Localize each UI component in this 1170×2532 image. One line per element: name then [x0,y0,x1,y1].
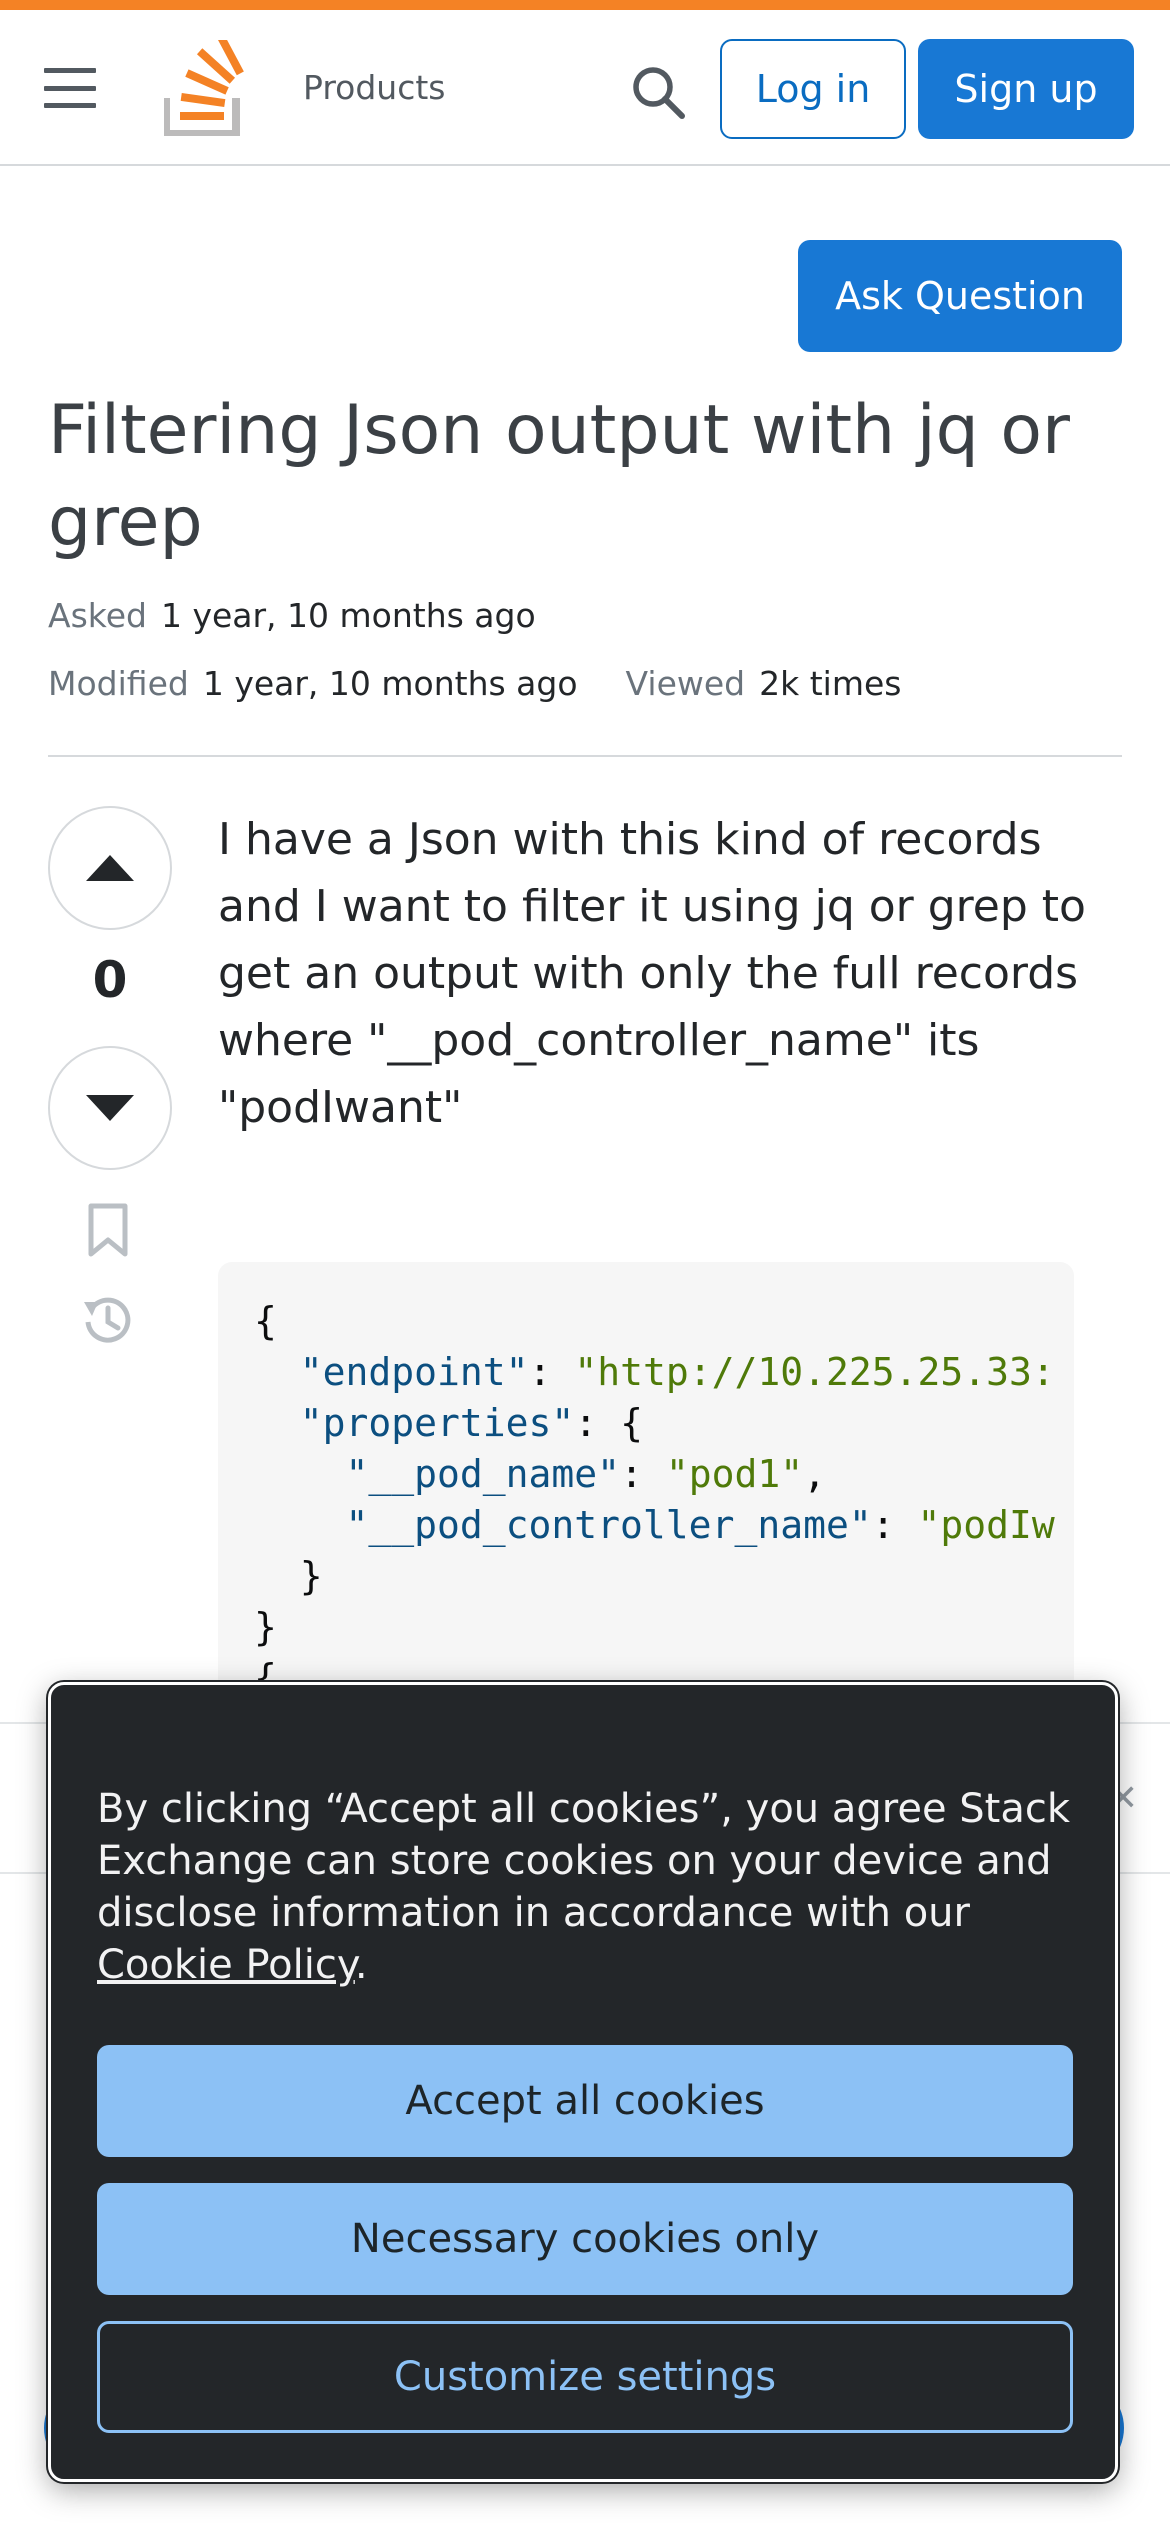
code-line: } [254,1602,1074,1653]
code-token: : [620,1452,666,1496]
code-token: "http://10.225.25.33: [574,1350,1055,1394]
triangle-down-icon [86,1095,134,1121]
code-token [254,1401,300,1445]
asked-meta: Asked 1 year, 10 months ago [48,594,536,638]
code-token: "properties" [299,1401,575,1445]
code-token: "pod1" [665,1452,804,1496]
stack-overflow-logo-icon[interactable] [164,40,246,136]
code-token: } [254,1554,323,1598]
necessary-cookies-only-button[interactable]: Necessary cookies only [97,2183,1073,2295]
history-icon[interactable] [80,1292,136,1348]
login-button[interactable]: Log in [720,39,906,139]
code-token [254,1350,300,1394]
products-menu-link[interactable]: Products [303,68,446,107]
header-divider [48,755,1122,757]
code-token: { [254,1299,277,1343]
code-token: "endpoint" [299,1350,529,1394]
code-line: "__pod_name": "pod1", [254,1449,1074,1500]
code-token: : [871,1503,918,1547]
question-body-text: I have a Json with this kind of records … [218,814,1086,1133]
cookie-consent-text: By clicking “Accept all cookies”, you ag… [97,1783,1087,1991]
cookie-consent-message: By clicking “Accept all cookies”, you ag… [97,1786,1071,1936]
hamburger-menu-icon[interactable] [44,68,96,108]
cookie-consent-period: . [354,1942,368,1988]
code-token: "__pod_controller_name" [345,1503,872,1547]
ask-question-button[interactable]: Ask Question [798,240,1122,352]
code-token: "__pod_name" [345,1452,621,1496]
code-token: "podIw [917,1503,1055,1547]
cookie-policy-link[interactable]: Cookie Policy [97,1942,355,1988]
topbar-accent-strip [0,0,1170,10]
cookie-consent-banner: By clicking “Accept all cookies”, you ag… [48,1682,1118,2482]
question-title[interactable]: Filtering Json output with jq or grep [48,391,1070,562]
asked-value[interactable]: 1 year, 10 months ago [160,596,536,635]
downvote-button[interactable] [48,1046,172,1170]
code-token [254,1452,346,1496]
asked-label: Asked [48,596,147,635]
bookmark-icon[interactable] [86,1202,130,1258]
viewed-label: Viewed [625,664,746,703]
code-line: } [254,1551,1074,1602]
search-icon[interactable] [628,62,688,122]
code-token: } [254,1605,277,1649]
modified-viewed-meta: Modified 1 year, 10 months ago Viewed 2k ti… [48,662,1148,706]
code-line: "properties": { [254,1398,1074,1449]
code-block: { "endpoint": "http://10.225.25.33: "pro… [218,1262,1074,1702]
code-line: { [254,1296,1074,1347]
top-navigation-bar: Products Log in Sign up [0,10,1170,166]
code-token: : { [574,1401,643,1445]
accept-all-cookies-button[interactable]: Accept all cookies [97,2045,1073,2157]
code-line: "endpoint": "http://10.225.25.33: [254,1347,1074,1398]
signup-button[interactable]: Sign up [918,39,1134,139]
vote-count: 0 [92,951,128,1009]
viewed-value: 2k times [759,664,902,703]
customize-settings-button[interactable]: Customize settings [97,2321,1073,2433]
code-token [254,1503,346,1547]
upvote-button[interactable] [48,806,172,930]
triangle-up-icon [86,855,134,881]
code-line: "__pod_controller_name": "podIw [254,1500,1074,1551]
code-token: : [528,1350,575,1394]
code-token: , [803,1452,826,1496]
modified-value[interactable]: 1 year, 10 months ago [202,664,578,703]
modified-label: Modified [48,664,189,703]
